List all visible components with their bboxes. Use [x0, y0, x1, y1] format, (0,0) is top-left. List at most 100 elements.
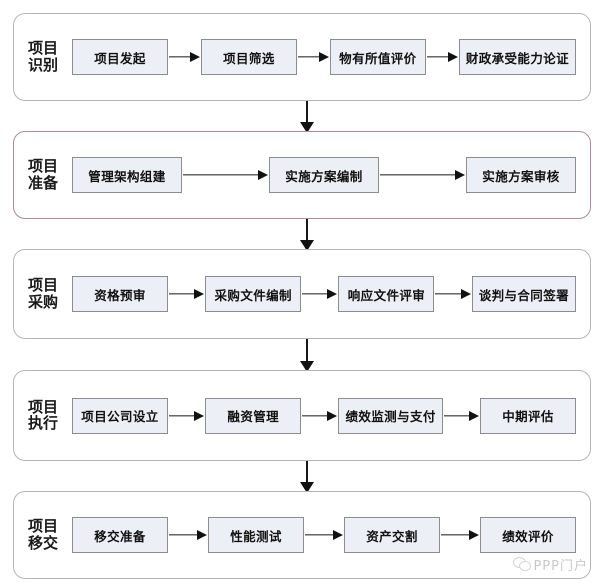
arrow-head: [194, 410, 205, 421]
step-strip-phase-transfer: 移交准备 性能测试 资产交割 绩效评价: [72, 517, 576, 553]
arrow-shaft: [435, 293, 462, 295]
arrow-head: [333, 530, 343, 540]
phase-preparation: 项目 准备管理架构组建 实施方案编制 实施方案审核: [13, 131, 591, 219]
arrow-shaft: [169, 56, 191, 58]
arrow-head: [194, 289, 205, 299]
process-step-box[interactable]: 采购文件编制: [205, 276, 302, 312]
phase-procurement: 项目 采购资格预审 采购文件编制响应文件评审谈判与合同签署: [13, 249, 591, 339]
arrow-shaft: [441, 534, 470, 536]
arrow-head: [327, 410, 338, 421]
arrow-shaft: [306, 461, 308, 483]
arrow-shaft: [305, 534, 334, 536]
arrow-shaft: [306, 219, 308, 241]
process-step-box[interactable]: 项目筛选: [200, 39, 297, 75]
step-wrap: 绩效评价: [480, 517, 576, 553]
arrow-shaft: [169, 293, 196, 295]
process-step-box[interactable]: 物有所值评价: [329, 39, 426, 75]
arrow-head: [469, 530, 479, 540]
arrow-right-icon: [297, 51, 329, 63]
process-step-box[interactable]: 绩效监测与支付: [338, 397, 443, 434]
process-step-box[interactable]: 移交准备: [72, 517, 168, 553]
process-step-box[interactable]: 融资管理: [205, 397, 302, 434]
step-wrap: 实施方案审核: [466, 157, 576, 193]
arrow-right-icon: [435, 288, 471, 300]
stage-label-phase-execution: 项目 执行: [28, 397, 59, 433]
arrow-shaft: [169, 414, 196, 417]
step-wrap: 实施方案编制: [269, 157, 466, 193]
arrow-shaft: [443, 414, 471, 417]
step-wrap: 管理架构组建: [72, 157, 269, 193]
arrow-right-icon: [169, 51, 200, 63]
arrow-shaft: [302, 414, 329, 417]
arrow-head: [300, 482, 314, 493]
arrow-head: [197, 530, 207, 540]
arrow-shaft: [426, 56, 449, 58]
stage-label-phase-preparation: 项目 准备: [28, 157, 59, 192]
arrow-right-icon: [169, 288, 205, 300]
process-step-box[interactable]: 谈判与合同签署: [471, 276, 577, 312]
process-step-box[interactable]: 响应文件评审: [338, 276, 435, 312]
step-wrap: 物有所值评价: [329, 39, 459, 75]
stage-label-phase-procurement: 项目 采购: [28, 276, 59, 311]
step-strip-phase-execution: 项目公司设立融资管理绩效监测与支付中期评估: [72, 397, 577, 434]
arrow-shaft: [380, 174, 456, 176]
arrow-head: [189, 52, 200, 62]
arrow-shaft: [183, 174, 259, 176]
arrow-right-icon: [302, 410, 338, 422]
arrow-head: [318, 52, 329, 62]
stage-label-phase-identification: 项目 识别: [28, 39, 59, 74]
arrow-shaft: [169, 534, 198, 536]
arrow-shaft: [297, 56, 320, 58]
arrow-down-icon: [300, 339, 314, 372]
step-wrap: 融资管理: [205, 397, 338, 434]
process-step-box[interactable]: 绩效评价: [480, 517, 576, 553]
arrow-head: [455, 170, 465, 180]
process-step-box[interactable]: 项目发起: [72, 39, 168, 75]
arrow-right-icon: [169, 410, 205, 422]
arrow-right-icon: [305, 529, 343, 541]
step-wrap: 财政承受能力论证: [458, 39, 577, 75]
process-step-box[interactable]: 资格预审: [72, 276, 168, 312]
arrow-head: [300, 361, 314, 372]
arrow-head: [460, 289, 471, 299]
arrow-right-icon: [426, 51, 458, 63]
arrow-head: [447, 52, 458, 62]
process-step-box[interactable]: 实施方案编制: [269, 157, 379, 193]
process-step-box[interactable]: 项目公司设立: [72, 397, 168, 434]
step-strip-phase-preparation: 管理架构组建 实施方案编制 实施方案审核: [72, 157, 576, 193]
step-wrap: 中期评估: [480, 397, 577, 434]
process-step-box[interactable]: 管理架构组建: [72, 157, 182, 193]
stage-label-phase-transfer: 项目 移交: [28, 517, 59, 552]
process-step-box[interactable]: 财政承受能力论证: [458, 39, 577, 75]
arrow-shaft: [306, 101, 308, 123]
step-wrap: 响应文件评审: [338, 276, 471, 312]
arrow-right-icon: [183, 169, 268, 181]
arrow-head: [469, 410, 480, 421]
step-wrap: 谈判与合同签署: [471, 276, 577, 312]
arrow-right-icon: [443, 410, 480, 422]
process-step-box[interactable]: 中期评估: [480, 397, 577, 434]
phase-execution: 项目 执行项目公司设立融资管理绩效监测与支付中期评估: [13, 370, 591, 461]
arrow-down-icon: [300, 219, 314, 251]
arrow-right-icon: [302, 288, 338, 300]
phase-transfer: 项目 移交移交准备 性能测试 资产交割 绩效评价: [13, 491, 591, 579]
arrow-right-icon: [441, 529, 479, 541]
step-wrap: 采购文件编制: [205, 276, 338, 312]
step-strip-phase-identification: 项目发起项目筛选物有所值评价财政承受能力论证: [72, 39, 577, 75]
process-step-box[interactable]: 性能测试: [208, 517, 304, 553]
step-wrap: 资格预审: [72, 276, 205, 312]
arrow-shaft: [306, 339, 308, 362]
step-wrap: 绩效监测与支付: [338, 397, 480, 434]
arrow-down-icon: [300, 461, 314, 493]
process-step-box[interactable]: 资产交割: [344, 517, 440, 553]
arrow-head: [300, 240, 314, 251]
arrow-head: [258, 170, 268, 180]
arrow-down-icon: [300, 101, 314, 133]
step-wrap: 移交准备: [72, 517, 208, 553]
process-step-box[interactable]: 实施方案审核: [466, 157, 576, 193]
arrow-right-icon: [169, 529, 207, 541]
arrow-right-icon: [380, 169, 465, 181]
step-wrap: 资产交割: [344, 517, 480, 553]
arrow-head: [300, 122, 314, 133]
